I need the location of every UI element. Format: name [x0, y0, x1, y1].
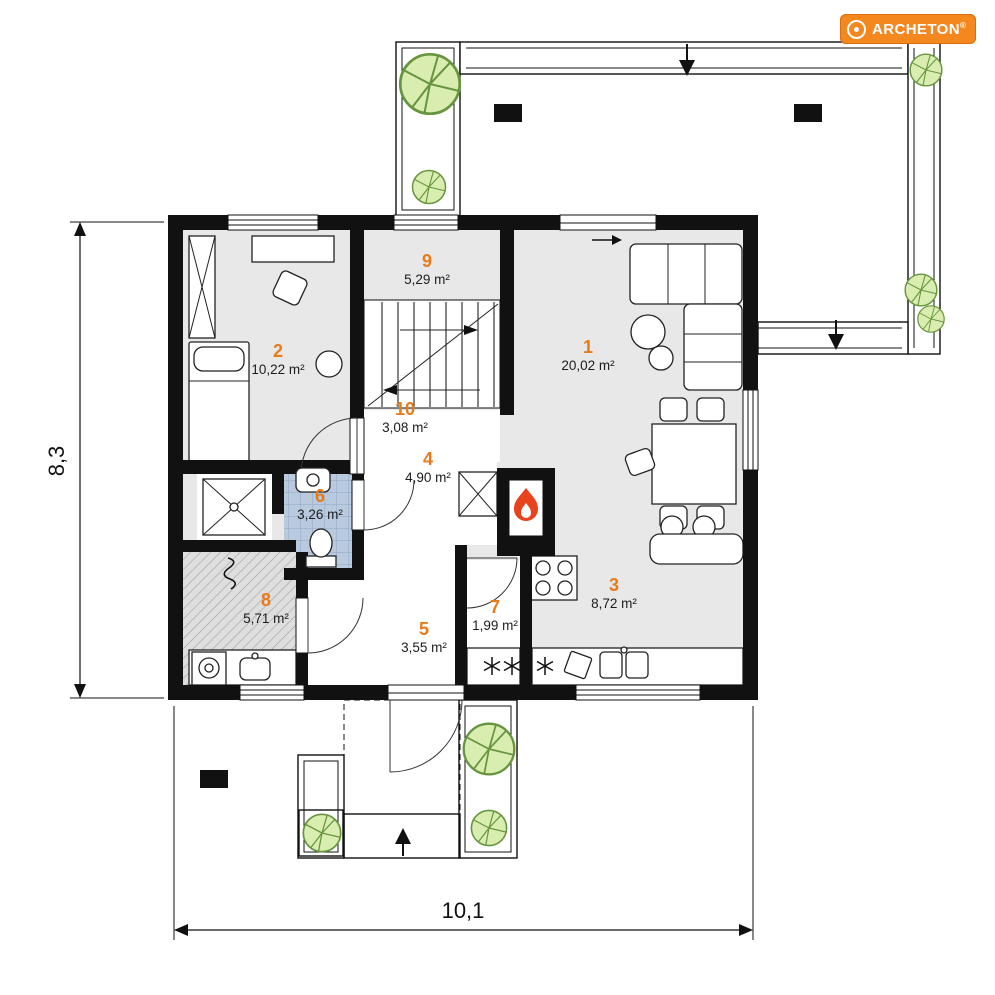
bath-fixtures — [295, 467, 337, 568]
washing-machine-icon — [191, 651, 227, 686]
desk — [251, 235, 335, 263]
stove-icon — [530, 555, 578, 601]
dimension-lines — [70, 221, 754, 940]
tree-icon — [909, 53, 943, 87]
dimension-line-horizontal — [173, 706, 754, 940]
bed — [188, 341, 250, 463]
tree-icon — [462, 722, 516, 776]
logo-text: ARCHETON® — [872, 20, 967, 38]
dimension-line-vertical — [70, 221, 164, 699]
shower — [202, 478, 266, 536]
side-table — [648, 345, 674, 371]
kitchen-sink-icon — [599, 646, 649, 679]
porch-entry-arrow-icon — [395, 828, 411, 856]
washbasin-icon — [295, 467, 331, 493]
doors — [300, 235, 622, 773]
porch-trees — [302, 722, 516, 853]
dimension-label-width: 10,1 — [441, 898, 485, 923]
utility-basin-icon — [239, 652, 271, 681]
tree-icon — [398, 52, 462, 116]
utility-door — [307, 597, 364, 654]
pillar-marker — [200, 770, 228, 788]
vent-icon — [223, 557, 237, 590]
coffee-table — [630, 314, 666, 350]
toilet-icon — [305, 528, 337, 568]
desk-chair — [272, 270, 308, 306]
under-counter-appliance — [563, 650, 593, 680]
furniture — [188, 235, 744, 686]
tree-icon — [411, 169, 447, 205]
hall-closet — [458, 471, 498, 517]
freezer-icon — [483, 657, 554, 675]
pantry-door — [466, 557, 518, 609]
entrance-door — [389, 699, 463, 773]
dimension-label-height: 8,3 — [44, 445, 69, 477]
logo-target-icon — [847, 19, 866, 39]
fireplace-icon — [508, 479, 544, 537]
sofa — [629, 243, 743, 391]
wardrobe — [188, 235, 216, 339]
dining-table — [651, 423, 737, 505]
archeton-logo: ARCHETON® — [840, 14, 977, 44]
tree-icon — [470, 809, 508, 847]
terrace-pillars — [494, 104, 822, 122]
stool — [315, 350, 343, 378]
bedroom-door — [300, 417, 358, 475]
tree-icon — [904, 273, 938, 307]
tree-icon — [302, 813, 342, 853]
terrace-entry-arrows — [679, 44, 844, 350]
stairs — [363, 299, 501, 409]
terrace-door-arrow-icon — [592, 235, 622, 245]
tree-icon — [917, 305, 945, 333]
bathroom-door — [363, 479, 415, 531]
kitchen-peninsula — [649, 515, 744, 565]
